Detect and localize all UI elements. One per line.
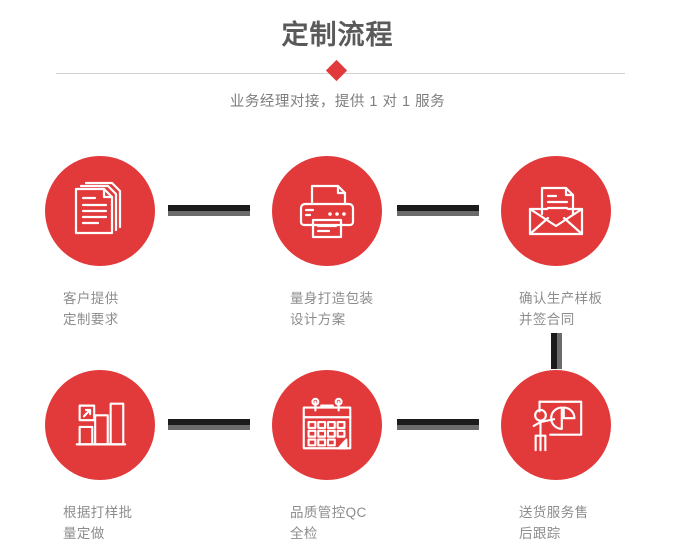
flow-step-3-label: 确认生产样板 并签合同 <box>519 291 603 327</box>
connector-bar <box>168 205 250 211</box>
header-divider <box>56 59 625 86</box>
step-2-circle <box>272 156 382 266</box>
presenter-pie-chart-icon <box>525 394 587 456</box>
step-1-circle <box>45 156 155 266</box>
calendar-check-icon <box>296 394 358 456</box>
flow-step-2-label: 量身打造包装 设计方案 <box>290 291 374 327</box>
bar-chart-growth-icon <box>69 394 131 456</box>
flow-step-1-label: 客户提供 定制要求 <box>63 291 119 327</box>
connector-step1-step2 <box>168 205 250 216</box>
flow-step-6-label: 送货服务售 后跟踪 <box>519 505 589 541</box>
connector-bar <box>397 419 479 425</box>
page-title: 定制流程 <box>281 20 394 50</box>
connector-bar <box>397 205 479 211</box>
connector-step4-step5 <box>168 419 250 430</box>
page-subtitle: 业务经理对接，提供 1 对 1 服务 <box>229 94 446 110</box>
connector-step5-step6 <box>397 419 479 430</box>
process-flow: 客户提供 定制要求 <box>0 148 675 550</box>
diamond-icon <box>325 59 348 82</box>
step-4-circle <box>45 370 155 480</box>
printer-icon <box>295 179 359 243</box>
envelope-document-icon <box>524 179 588 243</box>
step-6-circle <box>501 370 611 480</box>
connector-shadow <box>168 211 250 216</box>
connector-bar <box>168 419 250 425</box>
connector-shadow <box>397 425 479 430</box>
connector-shadow <box>557 333 562 369</box>
flow-step-5-label: 品质管控QC 全检 <box>290 505 367 541</box>
connector-shadow <box>397 211 479 216</box>
step-3-circle <box>501 156 611 266</box>
connector-step3-step6 <box>551 333 562 369</box>
step-5-circle <box>272 370 382 480</box>
connector-shadow <box>168 425 250 430</box>
page-header: 定制流程 业务经理对接，提供 1 对 1 服务 <box>0 0 675 130</box>
connector-step2-step3 <box>397 205 479 216</box>
connector-bar <box>551 333 557 369</box>
documents-stack-icon <box>68 179 132 243</box>
flow-step-4-label: 根据打样批 量定做 <box>63 505 133 541</box>
